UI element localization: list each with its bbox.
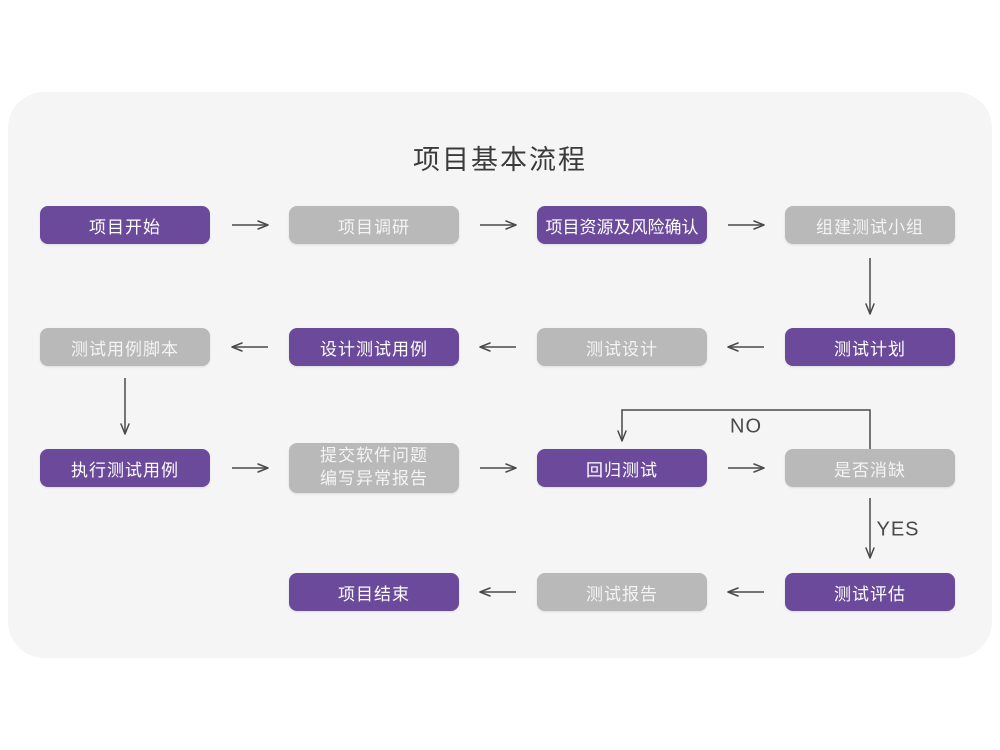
node-test-plan: 测试计划 bbox=[785, 328, 955, 366]
node-build-test-team: 组建测试小组 bbox=[785, 206, 955, 244]
node-submit-issue-report: 提交软件问题 编写异常报告 bbox=[289, 443, 459, 493]
node-test-design: 测试设计 bbox=[537, 328, 707, 366]
node-regression-test: 回归测试 bbox=[537, 449, 707, 487]
node-execute-test-cases: 执行测试用例 bbox=[40, 449, 210, 487]
page-title: 项目基本流程 bbox=[413, 145, 587, 175]
node-project-research: 项目调研 bbox=[289, 206, 459, 244]
node-test-report: 测试报告 bbox=[537, 573, 707, 611]
node-design-test-cases: 设计测试用例 bbox=[289, 328, 459, 366]
node-project-start: 项目开始 bbox=[40, 206, 210, 244]
node-project-end: 项目结束 bbox=[289, 573, 459, 611]
node-test-case-script: 测试用例脚本 bbox=[40, 328, 210, 366]
node-submit-issue-line1: 提交软件问题 bbox=[320, 446, 428, 466]
node-test-evaluation: 测试评估 bbox=[785, 573, 955, 611]
node-defect-cleared-check: 是否消缺 bbox=[785, 449, 955, 487]
node-resource-risk-confirm: 项目资源及风险确认 bbox=[537, 206, 707, 244]
edge-label-no: NO bbox=[730, 415, 762, 438]
flowchart-card bbox=[8, 92, 992, 658]
edge-label-yes: YES bbox=[876, 518, 920, 541]
node-submit-issue-line2: 编写异常报告 bbox=[320, 469, 428, 488]
